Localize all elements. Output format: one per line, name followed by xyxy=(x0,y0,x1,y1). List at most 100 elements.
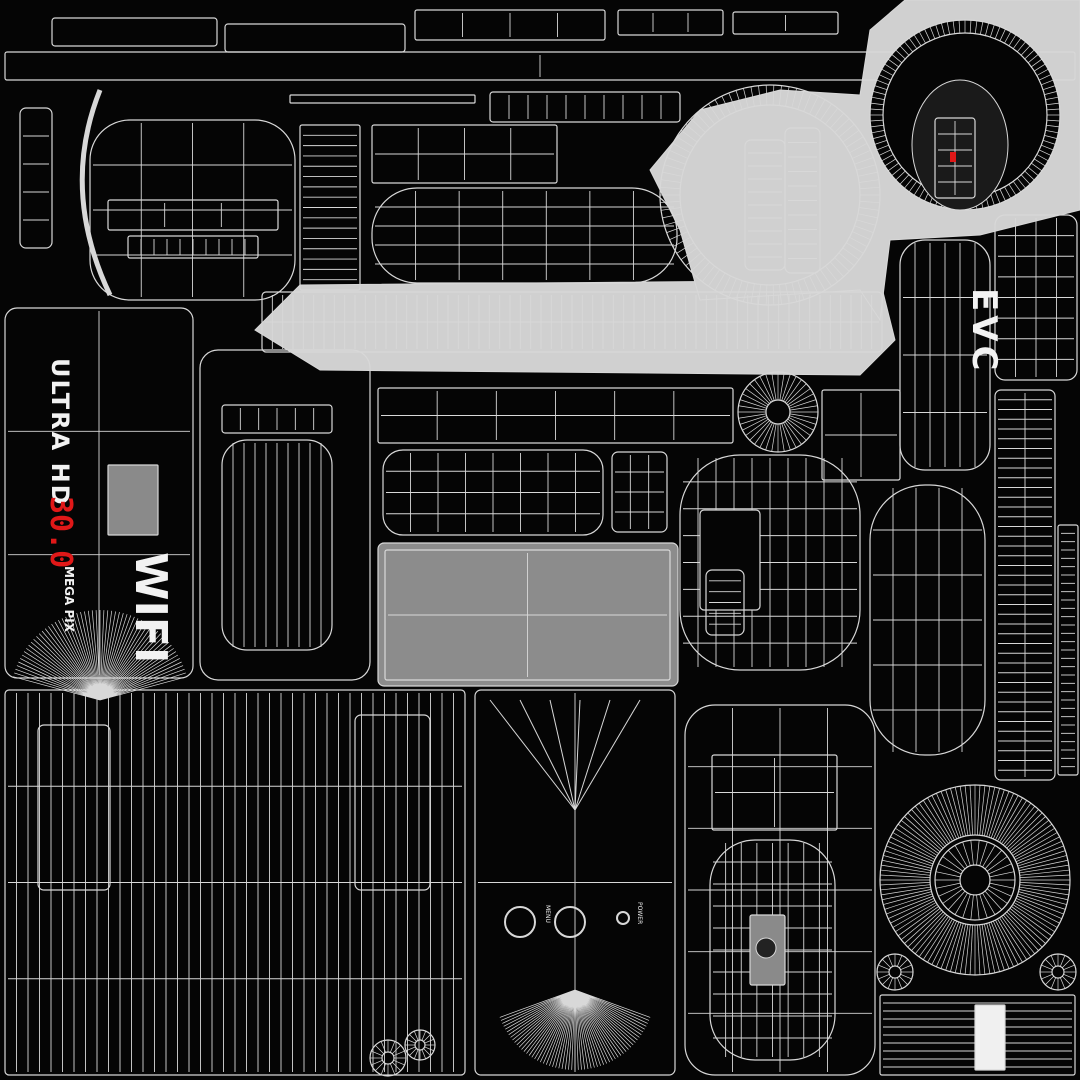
uv-line xyxy=(1018,855,1067,869)
ribbed-part xyxy=(299,124,361,291)
uv-line xyxy=(970,894,974,920)
uv-line xyxy=(1020,174,1031,185)
uv-ring xyxy=(1051,965,1065,979)
uv-line xyxy=(714,272,726,291)
red-indicator xyxy=(950,152,956,162)
uv-line xyxy=(779,423,785,452)
uv-line xyxy=(871,130,885,134)
inner-slot xyxy=(711,754,838,831)
uv-line xyxy=(1042,85,1056,90)
button-grid xyxy=(371,124,558,184)
uv-line xyxy=(787,418,811,436)
uv-line xyxy=(979,785,986,836)
uv-line xyxy=(749,420,770,441)
uv-line xyxy=(738,405,767,411)
uv-line xyxy=(745,418,769,436)
uv-line xyxy=(1059,977,1066,989)
uv-line xyxy=(1018,859,1068,871)
uv-line xyxy=(797,90,805,110)
uv-line xyxy=(922,800,951,843)
uv-line xyxy=(914,914,947,955)
uv-line xyxy=(676,242,694,254)
uv-line xyxy=(898,975,908,985)
uv-line xyxy=(936,920,958,967)
uv-line xyxy=(882,859,932,871)
uv-line xyxy=(1046,102,1060,106)
uv-line xyxy=(696,113,711,129)
uv-line xyxy=(854,157,874,165)
uv-line xyxy=(1041,144,1054,151)
uv-line xyxy=(992,920,1014,967)
uv-line xyxy=(738,413,767,419)
uv-line xyxy=(918,916,949,958)
uv-line xyxy=(859,207,879,211)
uv-line xyxy=(391,1045,401,1055)
uv-line xyxy=(890,836,936,860)
uv-line xyxy=(1004,809,1039,847)
uv-line xyxy=(772,85,775,106)
uv-line xyxy=(900,908,941,941)
oval-grille xyxy=(382,449,604,536)
uv-line xyxy=(986,923,1000,972)
uv-line xyxy=(880,884,931,891)
uv-line xyxy=(911,809,946,847)
uv-line xyxy=(1009,819,1050,852)
uv-line xyxy=(871,96,885,100)
uv-line xyxy=(907,812,944,849)
uv-line xyxy=(1059,955,1066,967)
uv-line xyxy=(900,964,912,971)
uv-line xyxy=(999,800,1028,843)
uv-line xyxy=(988,885,1012,897)
uv-line xyxy=(690,118,706,133)
uv-line xyxy=(881,154,894,162)
uv-line xyxy=(884,850,933,867)
uv-line xyxy=(779,372,785,401)
uv-line xyxy=(846,242,864,254)
uv-line xyxy=(947,890,966,910)
uv-line xyxy=(735,280,743,300)
label-sticker xyxy=(974,1004,1006,1071)
uv-line xyxy=(988,863,1012,875)
bottom-body xyxy=(684,704,876,1076)
uv-line xyxy=(924,28,931,41)
uv-line xyxy=(666,225,686,233)
uv-line xyxy=(990,921,1010,969)
uv-line xyxy=(947,850,966,870)
uv-line xyxy=(931,795,955,841)
fan-shape xyxy=(13,610,187,701)
uv-line xyxy=(852,231,871,241)
uv-line xyxy=(791,88,797,108)
button-grid xyxy=(377,387,734,444)
uv-line xyxy=(854,225,874,233)
uv-line xyxy=(672,236,691,247)
uv-line xyxy=(999,917,1028,960)
uv-line xyxy=(664,219,684,226)
play-button xyxy=(554,906,586,938)
uv-line xyxy=(781,423,791,451)
uv-line xyxy=(887,58,899,68)
uv-line xyxy=(895,904,938,933)
uv-line xyxy=(1011,906,1053,937)
uv-ring xyxy=(414,1039,426,1051)
uv-line xyxy=(1036,154,1049,162)
uv-line xyxy=(380,1063,387,1075)
uv-line xyxy=(728,92,737,112)
uv-line xyxy=(759,422,773,448)
uv-line xyxy=(1045,959,1055,969)
uv-line xyxy=(884,158,896,167)
tripod-hole xyxy=(755,937,777,959)
uv-line xyxy=(979,894,988,919)
uv-line xyxy=(409,1034,417,1042)
uv-line xyxy=(882,959,892,969)
uv-line xyxy=(940,921,960,969)
uv-line xyxy=(759,376,773,402)
uv-line xyxy=(406,1038,416,1044)
uv-line xyxy=(979,924,986,975)
uv-line xyxy=(371,1059,383,1066)
uv-line xyxy=(895,827,938,856)
uv-line xyxy=(1031,58,1043,68)
uv-line xyxy=(969,785,973,836)
menu-button xyxy=(504,906,536,938)
uv-line xyxy=(1046,124,1060,128)
